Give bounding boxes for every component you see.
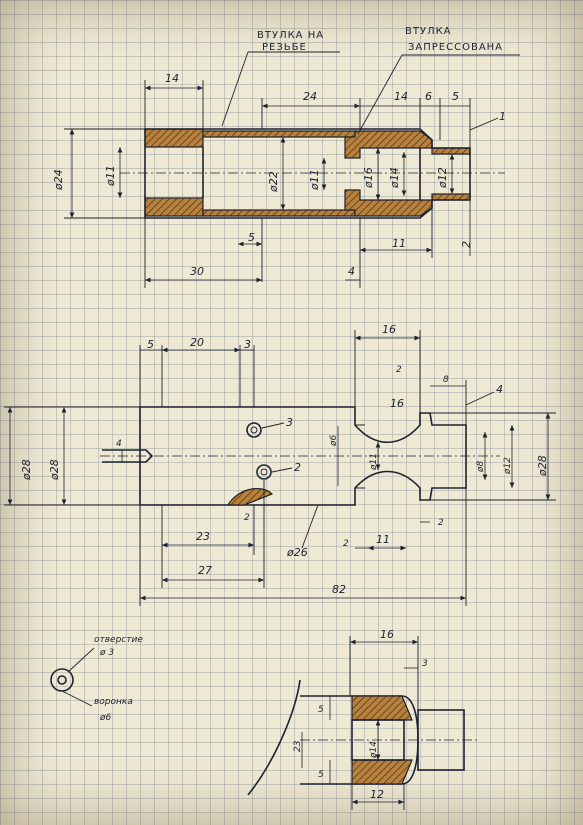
dim-2d: 2: [244, 513, 250, 523]
funnel-circle: [50, 668, 74, 692]
dim-12: 12: [370, 788, 384, 801]
dim-8: 8: [443, 375, 449, 385]
bottom-hatch-top: [351, 695, 413, 721]
dim-4: 4: [348, 265, 355, 278]
dim-2: 2: [460, 241, 473, 248]
dim-5: 5: [318, 705, 324, 715]
note-hole-1: отверстие: [94, 635, 143, 645]
dim-dia24: ø24: [52, 169, 65, 191]
hole-3: [246, 422, 262, 438]
dim-5b: 5: [318, 770, 324, 780]
dim-dia22: ø22: [267, 171, 280, 193]
dim-4: 4: [116, 439, 122, 449]
note-hole-2: ø 3: [99, 648, 114, 658]
hole-2: [256, 464, 272, 480]
dim-r16: 16: [390, 397, 404, 410]
dim-82: 82: [332, 583, 346, 596]
dim-dia12: ø12: [503, 457, 513, 475]
dim-3: 3: [422, 659, 428, 669]
dim-dia8: ø8: [476, 460, 486, 473]
tip-wall-bottom: [431, 193, 471, 201]
hole-circle: [57, 675, 67, 685]
dim-23: 23: [293, 740, 303, 752]
note-funnel-2: ø6: [99, 713, 112, 723]
dim-dia14: ø14: [369, 741, 379, 759]
pressed-sleeve-bottom: [344, 189, 433, 217]
note-threaded-sleeve-1: ВТУЛКА НА: [257, 30, 324, 41]
tip-wall-top: [431, 147, 471, 155]
notch: [226, 488, 274, 506]
dim-3: 3: [244, 338, 251, 351]
ref-2: 2: [294, 461, 301, 474]
middle-front-view: 3 2 5 20 3 16 2 8 16 4 ø28 ø28 4: [4, 323, 556, 606]
pressed-sleeve-top: [344, 130, 433, 159]
note-threaded-sleeve-2: РЕЗЬБЕ: [262, 42, 307, 53]
dim-dia28b: ø28: [48, 459, 61, 481]
threaded-sleeve-wall-bottom: [144, 197, 204, 217]
dim-30: 30: [190, 265, 204, 278]
dim-16: 16: [380, 628, 394, 641]
ref-4: 4: [496, 383, 503, 396]
dim-dia6: ø6: [329, 434, 339, 447]
dim-20: 20: [190, 336, 204, 349]
break-line: [247, 679, 301, 796]
dim-23: 23: [196, 530, 210, 543]
bottom-detail-view: 16 3 5 5 ø14 23 12: [247, 628, 480, 810]
dim-dia16: ø16: [362, 167, 375, 189]
dim-16: 16: [382, 323, 396, 336]
dim-24: 24: [303, 90, 317, 103]
dim-dia26: ø26: [286, 546, 308, 559]
dim-5: 5: [147, 338, 154, 351]
ref-3: 3: [286, 416, 293, 429]
dim-dia28: ø28: [20, 459, 33, 481]
dim-dia11b: ø11: [308, 169, 321, 191]
dim-11: 11: [392, 237, 406, 250]
dim-dia11: ø11: [369, 453, 379, 471]
dim-2b: 2: [343, 539, 349, 549]
dim-11: 11: [376, 533, 390, 546]
hole-detail: отверстие ø 3 воронка ø6: [50, 635, 143, 723]
dim-6: 6: [425, 90, 432, 103]
top-section-view: 14 24 14 6 5 1 ø24 ø11 ø22 ø11 ø16 ø14 ø…: [52, 26, 520, 288]
note-pressed-sleeve-2: ЗАПРЕССОВАНА: [408, 42, 503, 53]
dim-5: 5: [452, 90, 459, 103]
body-wall-top: [202, 130, 356, 138]
dim-dia11: ø11: [104, 165, 117, 187]
body-wall-bottom: [202, 209, 356, 217]
note-pressed-sleeve-1: ВТУЛКА: [405, 26, 452, 37]
dim-dia28c: ø28: [536, 455, 549, 477]
note-funnel-1: воронка: [94, 697, 133, 707]
dim-14: 14: [165, 72, 179, 85]
dim-5b: 5: [248, 231, 255, 244]
dim-14b: 14: [394, 90, 408, 103]
dim-dia12: ø12: [436, 167, 449, 189]
dim-2c: 2: [438, 518, 444, 528]
dim-dia14: ø14: [388, 167, 401, 189]
dim-27: 27: [198, 564, 212, 577]
part-ref-1: 1: [499, 110, 506, 123]
slot: [102, 449, 154, 463]
dim-2: 2: [396, 365, 402, 375]
bottom-hatch-bot: [351, 759, 413, 785]
threaded-sleeve-wall-top: [144, 128, 204, 148]
